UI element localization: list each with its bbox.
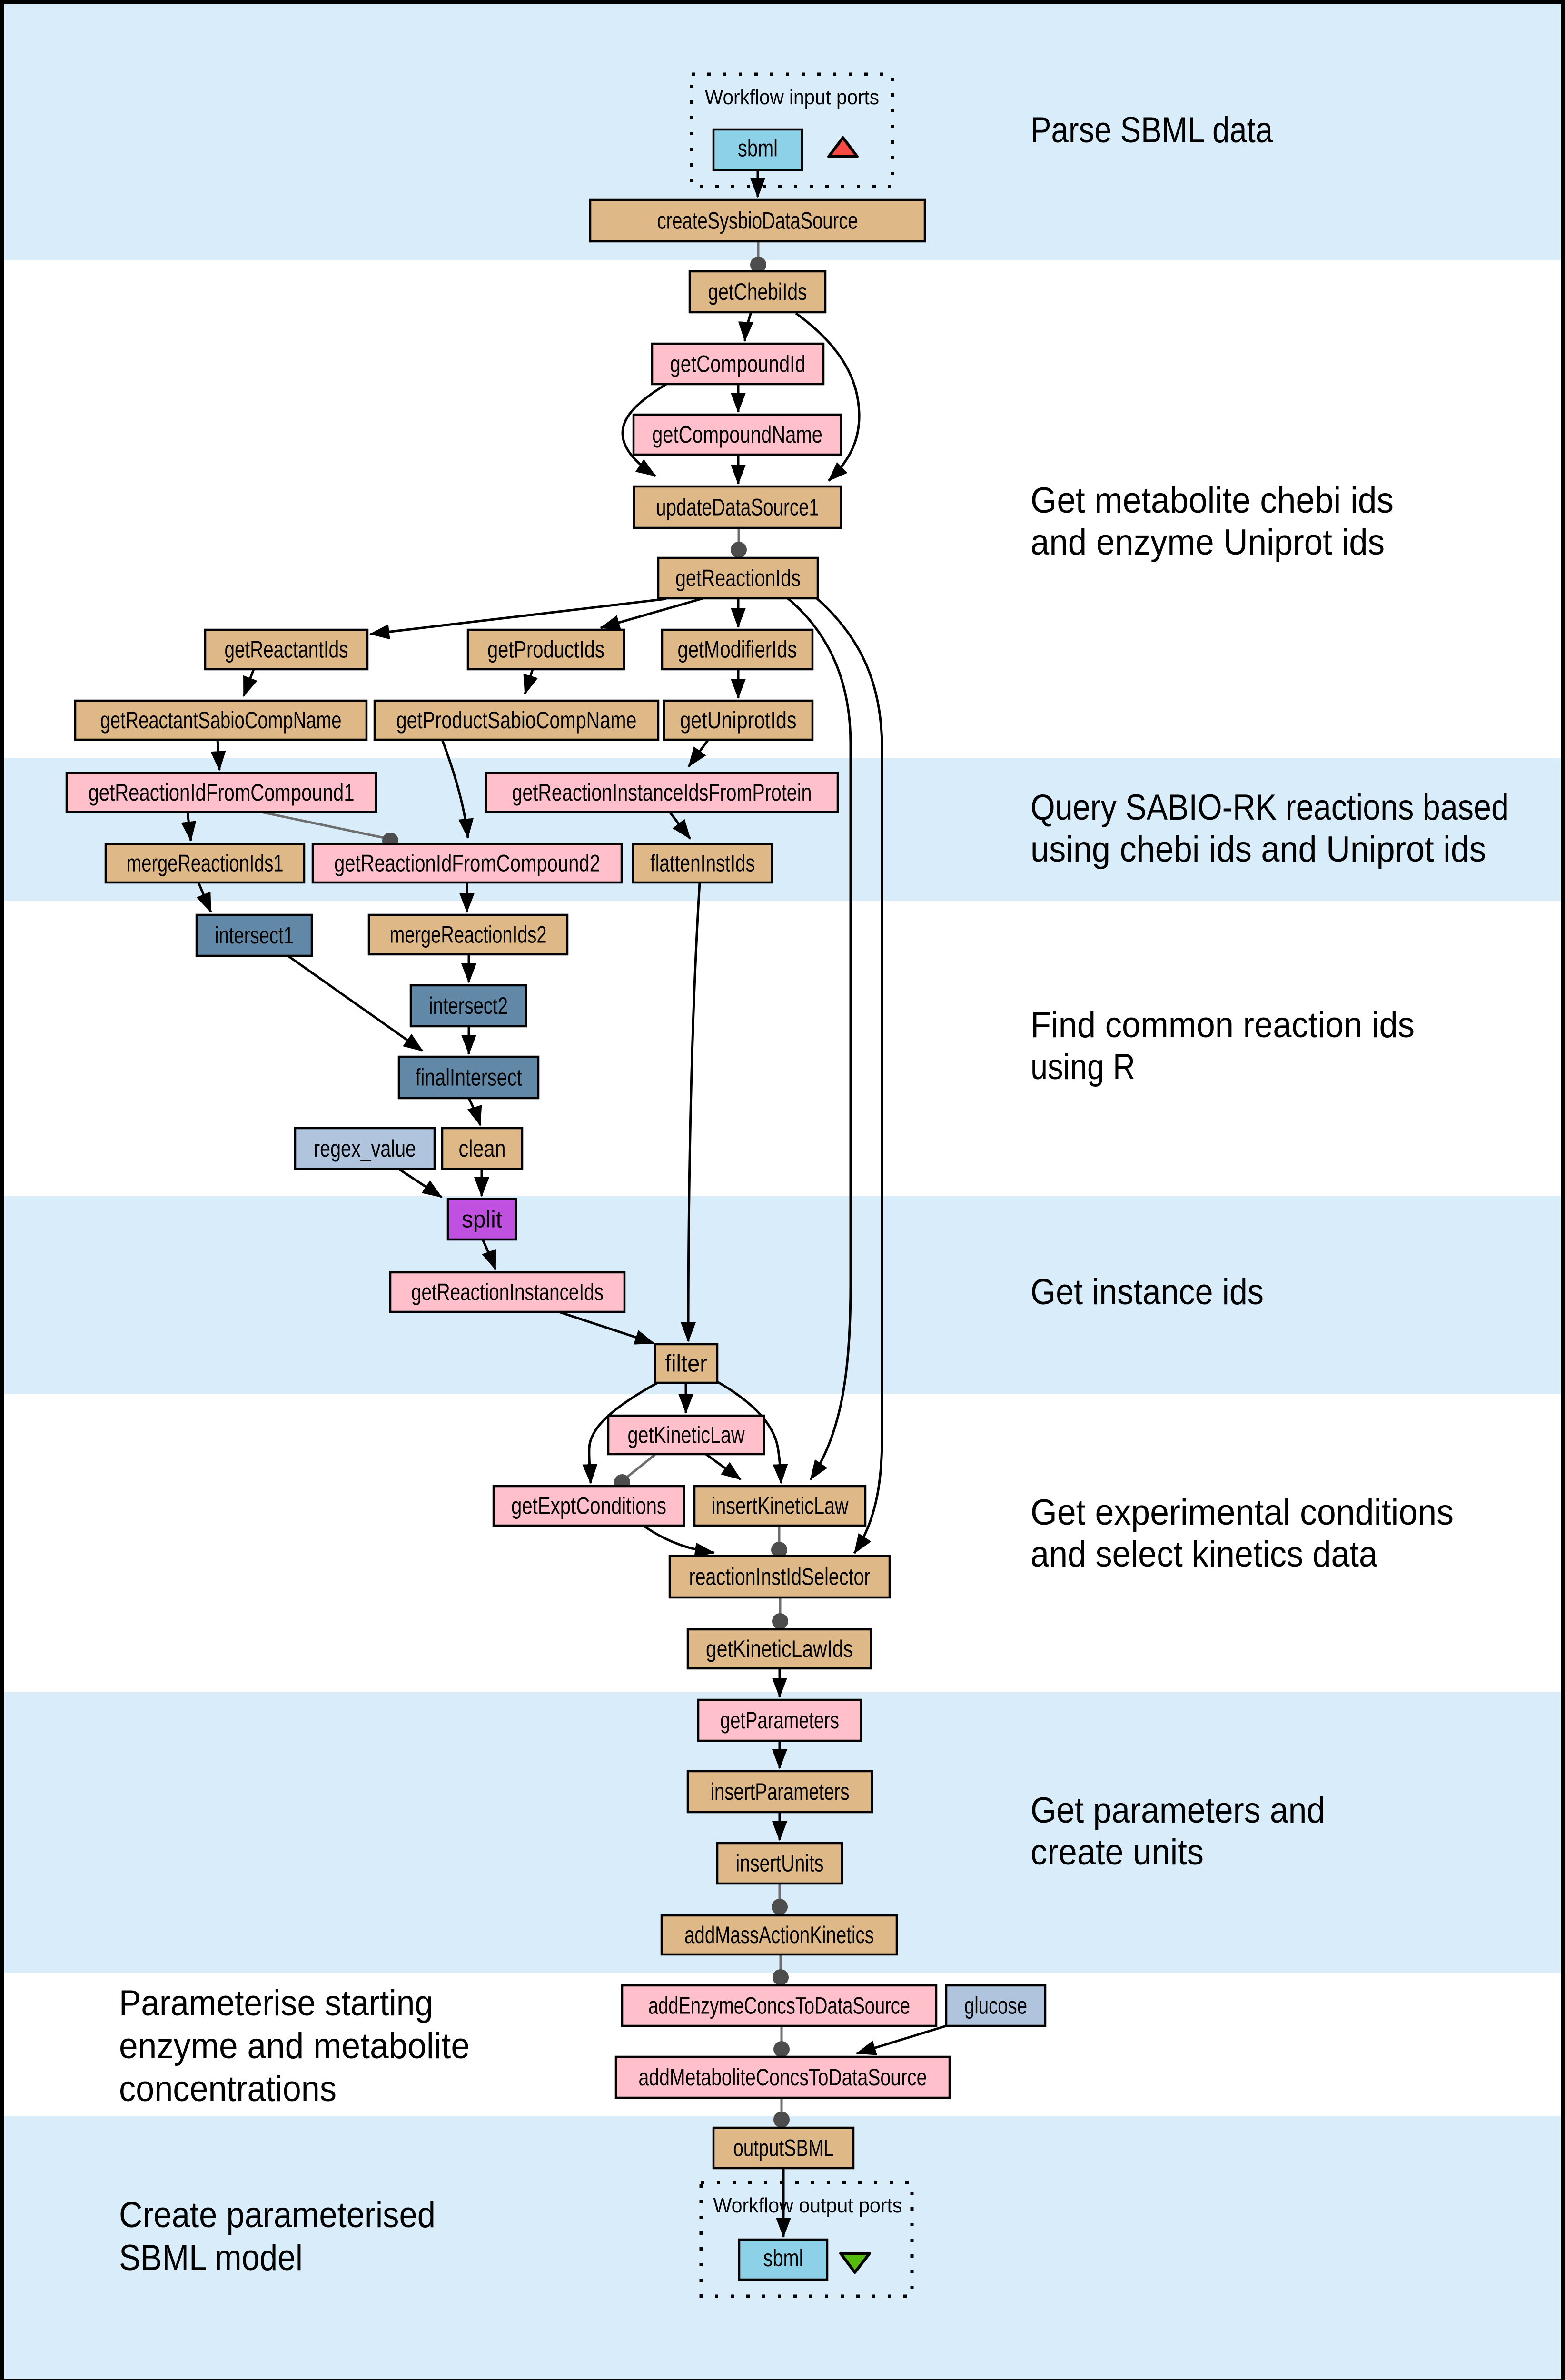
svg-text:Get experimental conditions: Get experimental conditions: [1030, 1492, 1454, 1533]
svg-text:Query SABIO-RK reactions based: Query SABIO-RK reactions based: [1030, 787, 1509, 828]
svg-text:sbml: sbml: [738, 135, 778, 162]
svg-text:regex_value: regex_value: [314, 1135, 416, 1162]
svg-text:getReactionInstanceIdsFromProt: getReactionInstanceIdsFromProtein: [512, 779, 812, 806]
svg-text:getProductIds: getProductIds: [487, 636, 604, 663]
svg-text:addMetaboliteConcsToDataSource: addMetaboliteConcsToDataSource: [639, 2064, 927, 2091]
svg-text:using chebi ids and Uniprot id: using chebi ids and Uniprot ids: [1030, 829, 1486, 870]
svg-text:getKineticLawIds: getKineticLawIds: [706, 1636, 853, 1662]
svg-text:Parameterise starting: Parameterise starting: [119, 1983, 433, 2023]
svg-text:SBML model: SBML model: [119, 2238, 303, 2278]
svg-text:Workflow input ports: Workflow input ports: [705, 86, 879, 109]
svg-text:insertKineticLaw: insertKineticLaw: [712, 1493, 849, 1519]
svg-text:and select kinetics data: and select kinetics data: [1030, 1534, 1378, 1575]
svg-text:clean: clean: [459, 1135, 506, 1162]
svg-text:create units: create units: [1030, 1832, 1204, 1873]
svg-text:using R: using R: [1030, 1047, 1135, 1087]
svg-text:getExptConditions: getExptConditions: [511, 1493, 666, 1519]
svg-text:Get metabolite chebi ids: Get metabolite chebi ids: [1030, 480, 1394, 521]
svg-text:updateDataSource1: updateDataSource1: [656, 494, 819, 521]
svg-text:getModifierIds: getModifierIds: [678, 636, 797, 663]
svg-text:getReactionIdFromCompound1: getReactionIdFromCompound1: [89, 779, 355, 806]
svg-text:getCompoundName: getCompoundName: [652, 421, 822, 448]
svg-text:getReactantIds: getReactantIds: [225, 636, 348, 663]
svg-text:Get instance ids: Get instance ids: [1030, 1272, 1264, 1312]
svg-text:mergeReactionIds2: mergeReactionIds2: [390, 922, 547, 948]
svg-text:sbml: sbml: [763, 2245, 803, 2271]
svg-text:getKineticLaw: getKineticLaw: [628, 1422, 745, 1448]
svg-text:and enzyme Uniprot ids: and enzyme Uniprot ids: [1030, 522, 1385, 563]
svg-text:glucose: glucose: [964, 1993, 1027, 2019]
svg-text:intersect2: intersect2: [429, 992, 508, 1019]
svg-text:Parse SBML data: Parse SBML data: [1030, 110, 1273, 150]
svg-text:insertUnits: insertUnits: [736, 1850, 824, 1877]
svg-text:Workflow output ports: Workflow output ports: [713, 2194, 902, 2217]
svg-text:getChebiIds: getChebiIds: [708, 278, 807, 305]
svg-text:getProductSabioCompName: getProductSabioCompName: [396, 707, 637, 734]
svg-text:getCompoundId: getCompoundId: [670, 351, 806, 377]
svg-text:createSysbioDataSource: createSysbioDataSource: [657, 208, 858, 234]
svg-text:Create parameterised: Create parameterised: [119, 2195, 436, 2235]
svg-text:finalIntersect: finalIntersect: [416, 1064, 522, 1091]
svg-text:flattenInstIds: flattenInstIds: [650, 850, 755, 877]
svg-text:getReactionInstanceIds: getReactionInstanceIds: [411, 1279, 604, 1306]
svg-text:addMassActionKinetics: addMassActionKinetics: [684, 1922, 874, 1948]
svg-text:concentrations: concentrations: [119, 2069, 337, 2109]
svg-text:outputSBML: outputSBML: [733, 2135, 834, 2162]
svg-text:getReactionIdFromCompound2: getReactionIdFromCompound2: [334, 850, 600, 877]
svg-text:intersect1: intersect1: [215, 922, 294, 949]
svg-text:enzyme and metabolite: enzyme and metabolite: [119, 2026, 470, 2066]
svg-text:mergeReactionIds1: mergeReactionIds1: [127, 850, 284, 877]
svg-text:Get parameters and: Get parameters and: [1030, 1790, 1325, 1831]
svg-text:Find common reaction ids: Find common reaction ids: [1030, 1005, 1415, 1045]
svg-text:addEnzymeConcsToDataSource: addEnzymeConcsToDataSource: [648, 1993, 910, 2019]
svg-text:split: split: [462, 1206, 502, 1233]
svg-text:reactionInstIdSelector: reactionInstIdSelector: [689, 1564, 871, 1590]
svg-text:getUniprotIds: getUniprotIds: [680, 707, 797, 734]
svg-text:filter: filter: [665, 1350, 707, 1377]
svg-text:getReactionIds: getReactionIds: [675, 565, 801, 592]
svg-text:getParameters: getParameters: [720, 1707, 839, 1734]
svg-text:getReactantSabioCompName: getReactantSabioCompName: [100, 707, 342, 734]
svg-text:insertParameters: insertParameters: [711, 1778, 850, 1805]
